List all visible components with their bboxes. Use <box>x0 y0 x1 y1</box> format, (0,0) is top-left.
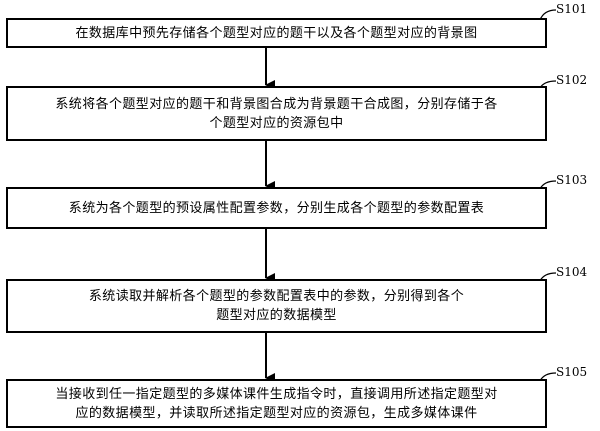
step-label-s104: S104 <box>556 265 588 279</box>
step-box-s101: 在数据库中预先存储各个题型对应的题干以及各个题型对应的背景图 <box>6 18 547 48</box>
step-text-s102: 系统将各个题型对应的题干和背景图合成为背景题干合成图，分别存储于各 个题型对应的… <box>55 96 498 131</box>
step-box-s105: 当接收到任一指定题型的多媒体课件生成指令时，直接调用所述指定题型对 应的数据模型… <box>6 379 547 428</box>
step-text-s103: 系统为各个题型的预设属性配置参数，分别生成各个题型的参数配置表 <box>68 200 485 216</box>
step-text-s101: 在数据库中预先存储各个题型对应的题干以及各个题型对应的背景图 <box>75 25 478 41</box>
step-box-s104: 系统读取并解析各个题型的参数配置表中的参数，分别得到各个 题型对应的数据模型 <box>6 279 547 333</box>
step-label-s105: S105 <box>556 365 588 379</box>
step-label-s103: S103 <box>556 173 588 187</box>
step-box-s102: 系统将各个题型对应的题干和背景图合成为背景题干合成图，分别存储于各 个题型对应的… <box>6 86 547 141</box>
step-label-s102: S102 <box>556 73 588 87</box>
step-text-s105: 当接收到任一指定题型的多媒体课件生成指令时，直接调用所述指定题型对 应的数据模型… <box>55 386 498 421</box>
step-text-s104: 系统读取并解析各个题型的参数配置表中的参数，分别得到各个 题型对应的数据模型 <box>88 289 465 323</box>
step-label-s101: S101 <box>556 2 588 16</box>
step-box-s103: 系统为各个题型的预设属性配置参数，分别生成各个题型的参数配置表 <box>6 187 547 229</box>
